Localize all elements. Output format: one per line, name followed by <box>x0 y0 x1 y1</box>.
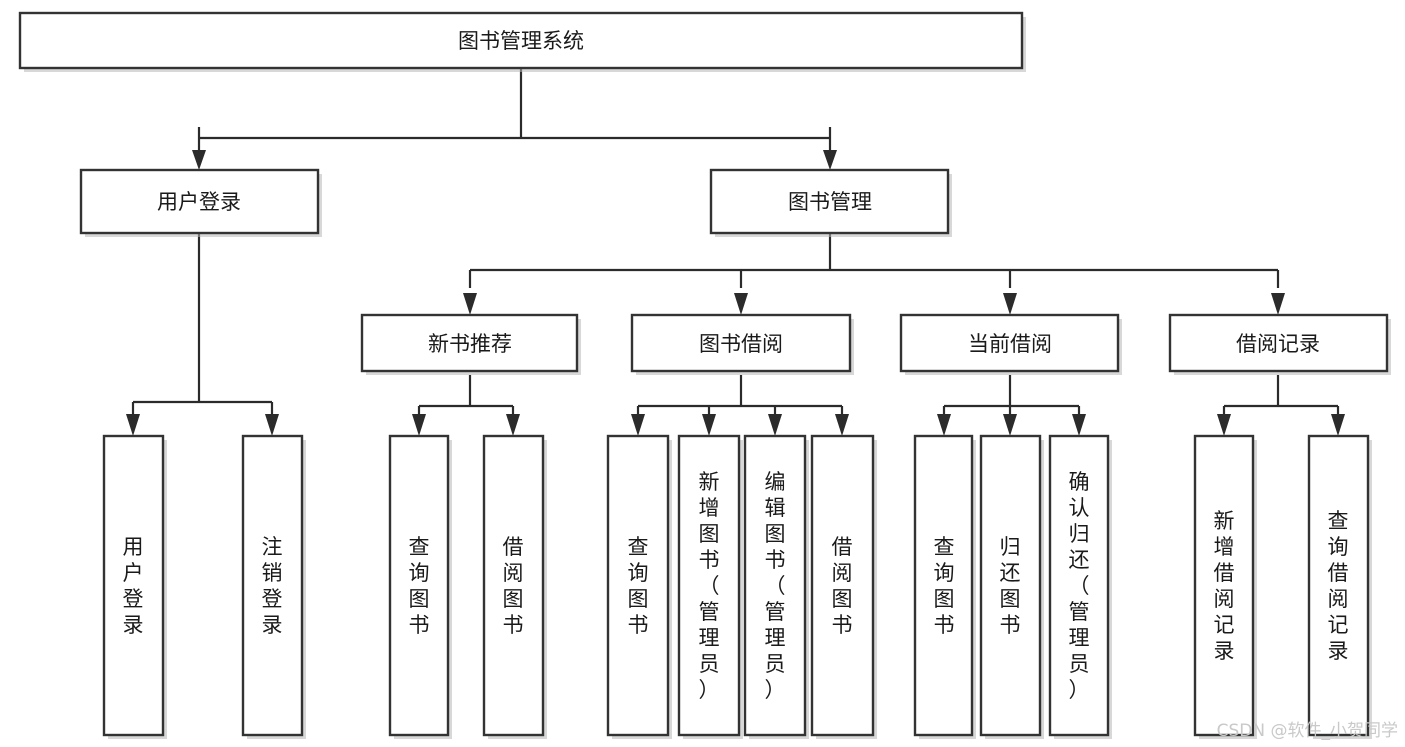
leaf-edit-book-box[interactable] <box>743 434 807 737</box>
leaf-query-book-3-box[interactable] <box>913 434 974 737</box>
leaf-logout-label: 注销登录 <box>262 535 283 637</box>
leaf-return-book-label: 归还图书 <box>1000 535 1021 637</box>
leaf-query-book-2-box[interactable] <box>606 434 670 737</box>
arrow-head-leaf-return-book <box>1003 414 1017 436</box>
arrow-head-leaf-query-record <box>1331 414 1345 436</box>
leaf-node-query-book-1[interactable]: 查询图书 <box>388 434 452 739</box>
arrow-head-leaf-query-book-1 <box>412 414 426 436</box>
arrow-head-leaf-logout <box>265 414 279 436</box>
leaf-node-borrow-book-1[interactable]: 借阅图书 <box>482 434 547 739</box>
arrow-head-leaf-edit-book <box>768 414 782 436</box>
leaf-query-book-1-label: 查询图书 <box>409 535 430 637</box>
leaf-query-book-2-label: 查询图书 <box>628 535 649 637</box>
leaf-add-record-box[interactable] <box>1193 434 1255 737</box>
arrow-head-book-borrow <box>734 293 748 315</box>
node-new-book-recommend[interactable]: 新书推荐 <box>360 313 581 375</box>
connector-layer <box>126 68 1345 436</box>
leaf-add-book-box[interactable] <box>677 434 741 737</box>
arrow-head-new-book-recommend <box>463 293 477 315</box>
node-user-login[interactable]: 用户登录 <box>79 168 322 237</box>
leaf-node-confirm-return[interactable]: 确认归还（管理员） <box>1048 434 1112 739</box>
leaf-borrow-book-2-box[interactable] <box>810 434 875 737</box>
leaf-node-edit-book[interactable]: 编辑图书（管理员） <box>743 434 809 739</box>
leaf-node-user-login[interactable]: 用户登录 <box>102 434 167 739</box>
leaf-confirm-return-box[interactable] <box>1048 434 1110 737</box>
arrow-head-leaf-query-book-3 <box>937 414 951 436</box>
new-book-recommend-box[interactable] <box>360 313 579 373</box>
leaf-add-book-label: 新增图书（管理员） <box>699 470 720 702</box>
arrow-head-borrow-record <box>1271 293 1285 315</box>
leaf-borrow-book-2-label: 借阅图书 <box>832 535 853 637</box>
leaf-borrow-book-1-label: 借阅图书 <box>503 535 524 637</box>
leaf-node-add-record[interactable]: 新增借阅记录 <box>1193 434 1257 739</box>
node-book-management[interactable]: 图书管理 <box>709 168 952 237</box>
arrow-head-leaf-query-book-2 <box>631 414 645 436</box>
arrow-head-leaf-add-book <box>702 414 716 436</box>
leaf-logout-box[interactable] <box>241 434 304 737</box>
leaf-node-return-book[interactable]: 归还图书 <box>979 434 1044 739</box>
leaf-return-book-box[interactable] <box>979 434 1042 737</box>
book-borrow-label: 图书借阅 <box>699 332 783 356</box>
book-management-label: 图书管理 <box>788 190 872 214</box>
leaf-node-query-book-3[interactable]: 查询图书 <box>913 434 976 739</box>
arrow-head-book-management <box>823 150 837 170</box>
leaf-query-record-box[interactable] <box>1307 434 1370 737</box>
new-book-recommend-label: 新书推荐 <box>428 332 512 356</box>
leaf-user-login-label: 用户登录 <box>123 535 144 637</box>
leaf-confirm-return-label: 确认归还（管理员） <box>1069 470 1090 702</box>
leaf-user-login-box[interactable] <box>102 434 165 737</box>
watermark-label: CSDN @软件_小贺同学 <box>1217 721 1398 741</box>
borrow-record-box[interactable] <box>1168 313 1389 373</box>
leaf-node-logout[interactable]: 注销登录 <box>241 434 306 739</box>
leaf-edit-book-label: 编辑图书（管理员） <box>765 470 786 702</box>
current-borrow-box[interactable] <box>899 313 1120 373</box>
arrow-head-leaf-add-record <box>1217 414 1231 436</box>
leaf-query-book-3-label: 查询图书 <box>934 535 955 637</box>
leaf-add-record-label: 新增借阅记录 <box>1214 509 1235 663</box>
leaf-query-book-1-box[interactable] <box>388 434 450 737</box>
book-borrow-box[interactable] <box>630 313 852 373</box>
leaf-node-query-book-2[interactable]: 查询图书 <box>606 434 672 739</box>
user-login-box[interactable] <box>79 168 320 235</box>
book-management-box[interactable] <box>709 168 950 235</box>
leaf-node-borrow-book-2[interactable]: 借阅图书 <box>810 434 877 739</box>
leaf-query-record-label: 查询借阅记录 <box>1328 509 1349 663</box>
root-box[interactable] <box>18 11 1024 70</box>
arrow-head-leaf-borrow-book-1 <box>506 414 520 436</box>
node-borrow-record[interactable]: 借阅记录 <box>1168 313 1391 375</box>
leaf-node-add-book[interactable]: 新增图书（管理员） <box>677 434 743 739</box>
node-current-borrow[interactable]: 当前借阅 <box>899 313 1122 375</box>
arrow-head-user-login <box>192 150 206 170</box>
leaf-borrow-book-1-box[interactable] <box>482 434 545 737</box>
arrow-head-leaf-confirm-return <box>1072 414 1086 436</box>
root-label: 图书管理系统 <box>458 29 584 53</box>
arrow-head-leaf-borrow-book-2 <box>835 414 849 436</box>
leaf-node-query-record[interactable]: 查询借阅记录 <box>1307 434 1372 739</box>
user-login-label: 用户登录 <box>157 190 241 214</box>
arrow-head-current-borrow <box>1003 293 1017 315</box>
current-borrow-label: 当前借阅 <box>968 332 1052 356</box>
node-book-borrow[interactable]: 图书借阅 <box>630 313 854 375</box>
arrow-head-leaf-user-login <box>126 414 140 436</box>
node-root[interactable]: 图书管理系统 <box>18 11 1026 72</box>
borrow-record-label: 借阅记录 <box>1236 332 1320 356</box>
